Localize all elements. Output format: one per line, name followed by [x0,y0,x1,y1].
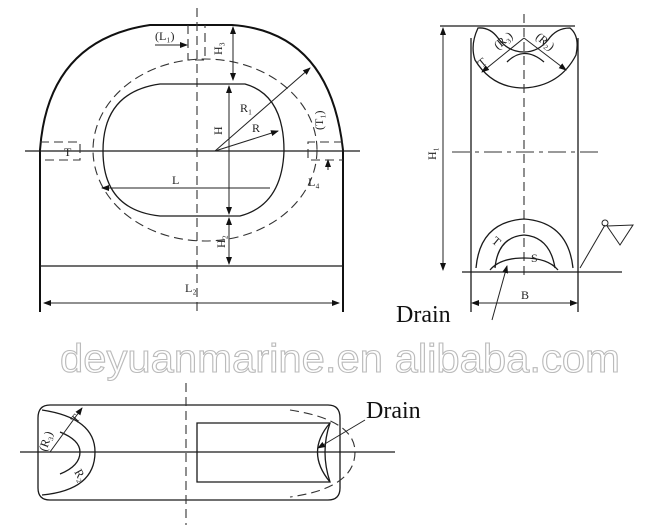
side-bottom-inner-arc [494,234,556,269]
r2-dimension [523,37,567,71]
front-dashed-oval [92,58,318,242]
label-l2: L₂ [185,281,197,295]
label-l1: (L₁) [155,29,175,43]
watermark: deyuanmarine.en alibaba.com [60,337,620,381]
r3-dimension [481,37,525,73]
label-drain-side: Drain [396,302,451,328]
plan-view: T (R₃) R₂ Drain [20,383,421,525]
weld-symbol-circle [601,219,609,227]
side-view: (R₃) (R₂) T H₁ T S B Drain [396,14,634,328]
label-r3-plan: (R₃) [36,429,56,453]
label-h1: H₁ [425,147,439,160]
label-h3: H₃ [211,42,225,55]
label-l: L [172,173,179,187]
label-b: B [521,288,529,302]
side-bottom-outer-arc [475,218,574,269]
front-outline [39,24,344,312]
side-top-saddle [472,27,578,89]
label-s: S [531,251,538,265]
label-r3-side: (R₃) [491,29,515,53]
plan-drain-leader [317,419,366,449]
plan-r3-dimension [49,407,83,453]
label-h: H [211,126,225,135]
label-t1: (T₁) [312,110,326,130]
side-drain-leader [491,265,509,321]
front-inner-opening [102,83,285,217]
label-r1: R₁ [240,101,252,115]
front-top-notch [187,25,206,61]
plan-left-saddle-inner [59,431,81,475]
label-r2-plan: R₂ [71,467,89,485]
weld-symbol [606,224,634,246]
plan-outline [37,404,341,501]
r-dimension [214,130,279,152]
label-h2: H₂ [214,235,228,248]
label-t: T [64,145,72,159]
side-top-inner-arc [506,52,545,63]
side-drain-arc [489,257,559,271]
label-r: R [252,121,260,135]
front-side-notch-left [40,141,81,161]
front-view: (L₁) H₃ R₁ R H (T₁) T L L₄ H₂ L₂ [25,8,360,312]
label-l4: L₄ [308,175,320,189]
label-drain-plan: Drain [366,398,421,424]
r1-dimension [214,67,311,152]
weld-leader [579,224,606,269]
plan-right-dashed-arc [289,409,356,498]
